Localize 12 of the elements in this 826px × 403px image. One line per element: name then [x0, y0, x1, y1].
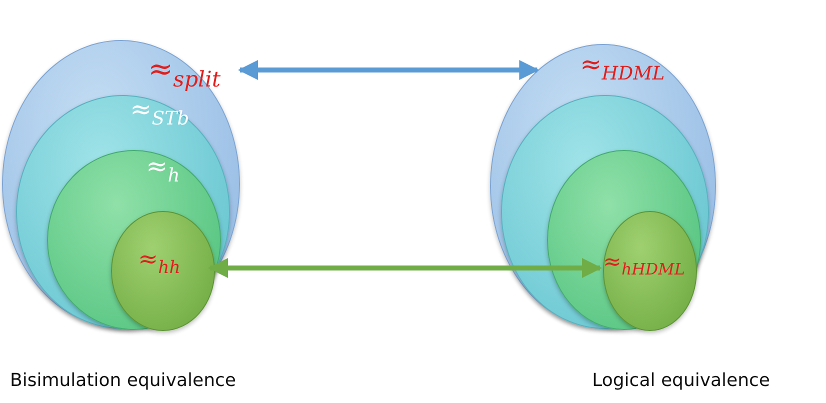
caption-label: Bisimulation equivalence [10, 370, 236, 391]
relation-symbol: ≈$_{STb}$ [130, 95, 190, 130]
set-circle [111, 211, 215, 331]
relation-symbol: ≈$_{HDML}$ [580, 50, 665, 85]
relation-symbol: ≈$_{hHDML}$ [603, 250, 685, 279]
set-circle [603, 211, 697, 331]
double-arrow [238, 60, 540, 80]
double-arrow [208, 258, 602, 278]
relation-symbol: ≈$_{h}$ [146, 152, 180, 187]
relation-symbol: ≈$_{hh}$ [138, 245, 180, 278]
caption-label: Logical equivalence [592, 370, 770, 391]
relation-symbol: ≈$_{split}$ [148, 52, 221, 93]
